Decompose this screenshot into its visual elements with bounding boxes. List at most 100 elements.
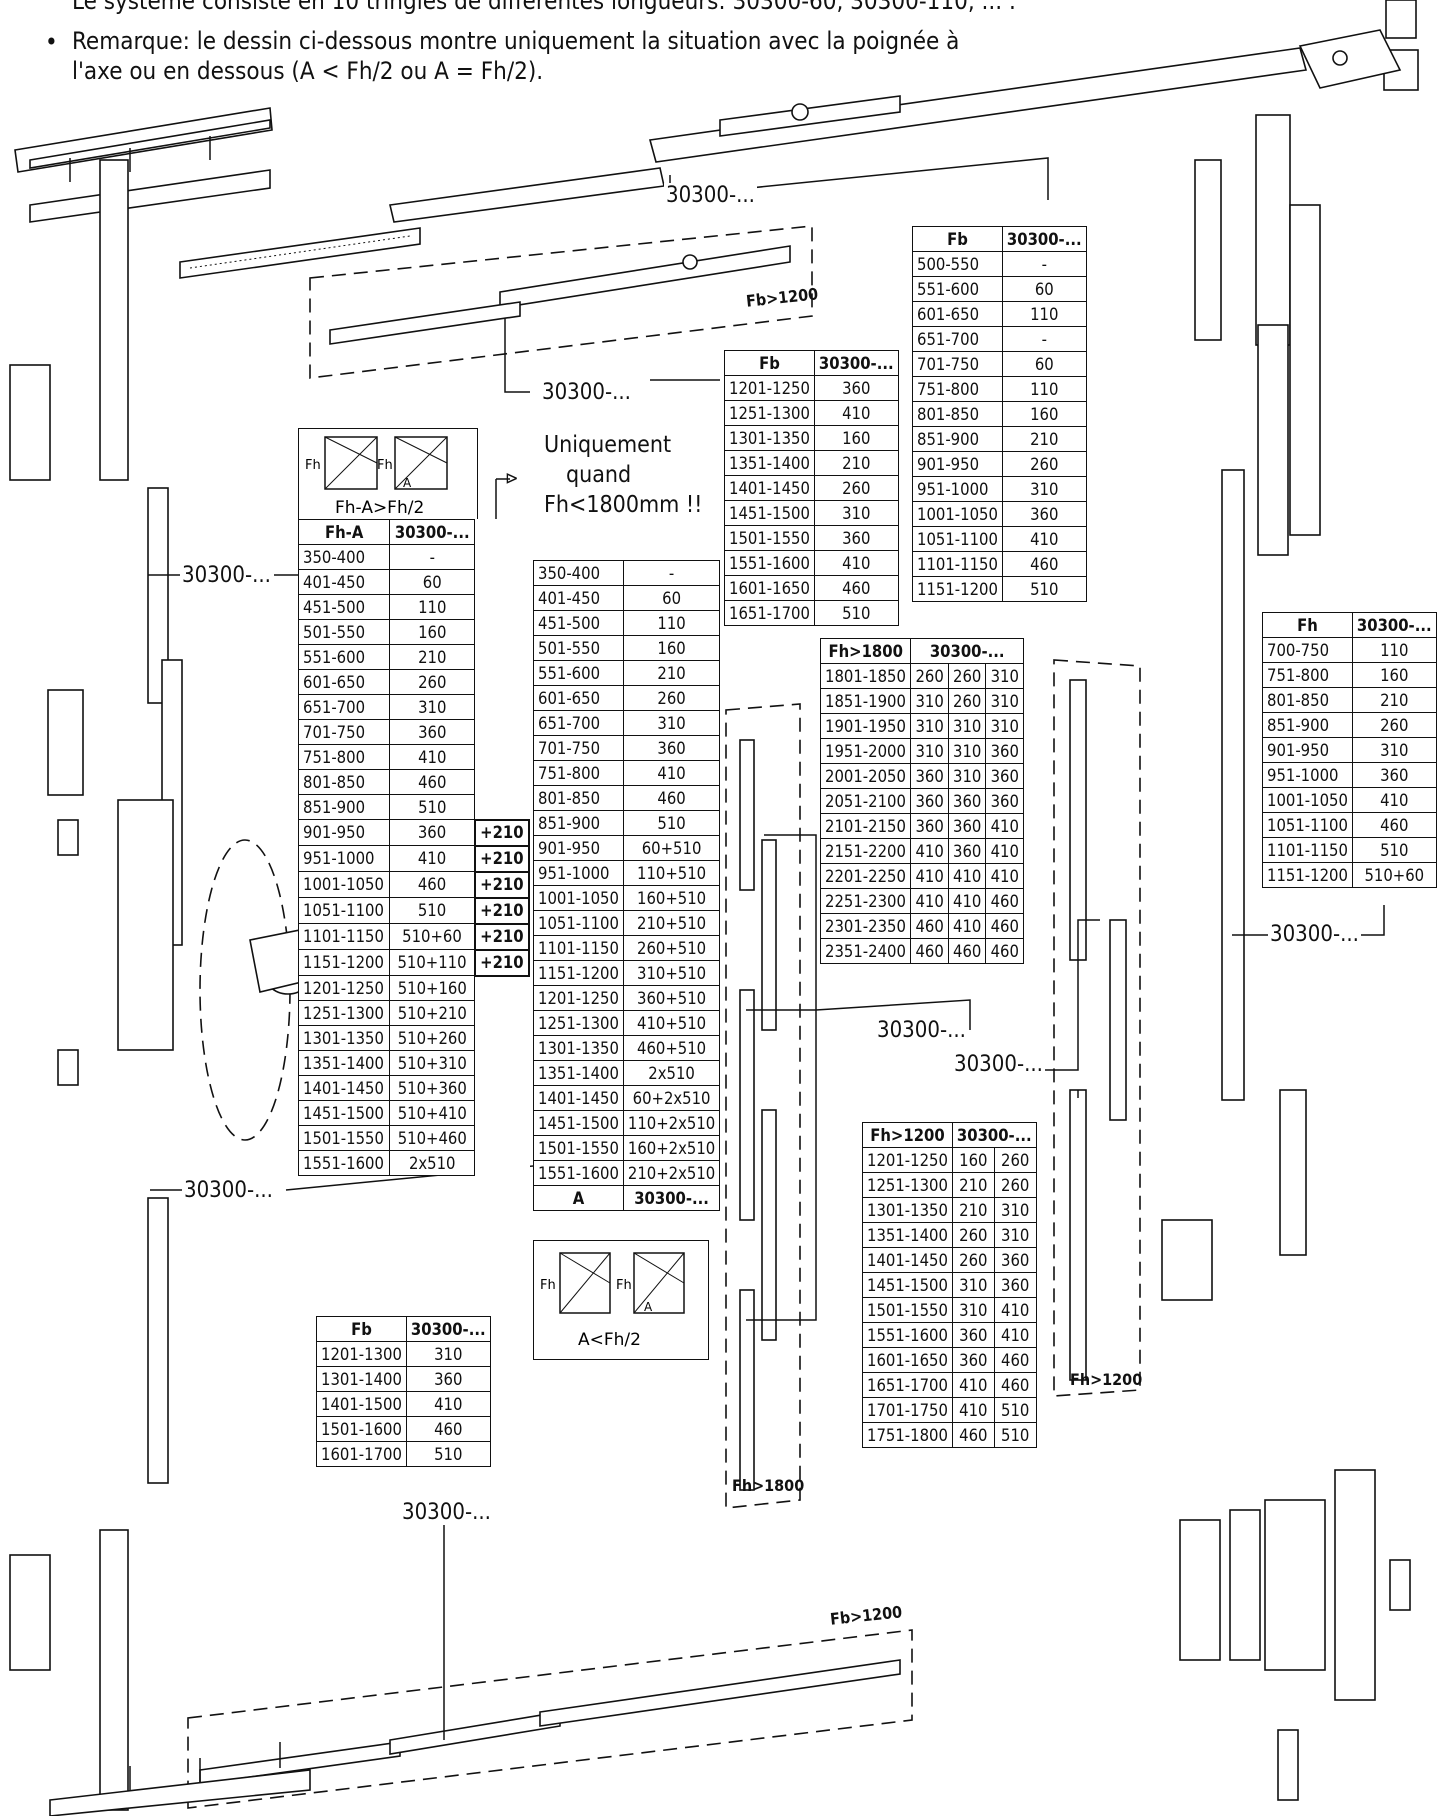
table-cell: [475, 1026, 529, 1051]
table-cell: [475, 620, 529, 645]
fh1200-dashed-box: [1053, 659, 1141, 1397]
table-cell: 1301-1400: [316, 1366, 407, 1392]
table-cell: 851-900: [533, 810, 624, 836]
table-cell: 1351-1400: [724, 450, 815, 476]
table-cell: 1551-1600: [724, 550, 815, 576]
table-cell: 350-400: [297, 544, 391, 570]
table-cell: 260: [389, 669, 476, 695]
table-cell: 651-700: [533, 710, 624, 736]
table-cell: 460: [910, 938, 949, 964]
table-cell: 801-850: [533, 785, 624, 811]
table-cell: 901-950: [1262, 737, 1353, 763]
table-cell: 410: [993, 1322, 1037, 1348]
table-header-cell: 30300-...: [813, 350, 899, 376]
table-cell: 1901-1950: [819, 713, 912, 739]
a-icon-label: A: [403, 476, 412, 490]
table-cell: 1401-1500: [316, 1391, 407, 1417]
table-header-cell: Fb: [724, 350, 815, 376]
table-cell: 460: [389, 871, 476, 898]
table-cell: 360: [405, 1366, 491, 1392]
table-header-cell: Fh>1800: [819, 638, 912, 664]
table-header-cell: Fb: [912, 226, 1003, 252]
window-schematic-icon: Fh Fh A Fh-A>Fh/2: [305, 436, 448, 518]
fh-icon-label: Fh: [540, 1278, 556, 1293]
table-cell: 360: [910, 788, 949, 814]
table-cell: 360: [947, 838, 987, 864]
table-cell: 210: [1001, 426, 1087, 452]
window-handle-part: [199, 839, 315, 1141]
table-cell: 310: [1001, 476, 1087, 502]
table-cell: 460: [947, 938, 987, 964]
callout-label: 30300-...: [182, 1178, 275, 1203]
table-cell: 460: [622, 785, 721, 811]
table-cell: 360: [813, 525, 899, 551]
table-cell: 1501-1550: [724, 525, 815, 551]
table-cell: 801-850: [297, 769, 391, 795]
table-cell: 1451-1500: [297, 1100, 391, 1126]
table-cell: 310: [951, 1272, 995, 1298]
table-cell: 2301-2350: [819, 913, 912, 939]
table-cell: 210: [389, 644, 476, 670]
table-cell: 460: [985, 938, 1024, 964]
table-cell: [475, 1001, 529, 1026]
table-cell: 360: [622, 735, 721, 761]
table-cell: 1801-1850: [819, 663, 912, 689]
table-cell: 451-500: [533, 610, 624, 636]
table-cell: 1201-1300: [316, 1341, 407, 1367]
fh-icon-label: Fh: [305, 458, 321, 473]
table-row: 651-700-: [912, 326, 1087, 352]
table-cell: -: [389, 544, 476, 570]
table-cell: 2201-2250: [819, 863, 912, 889]
table-cell: 310: [985, 713, 1024, 739]
note-line-2: quand: [566, 462, 632, 488]
table-cell: 551-600: [533, 660, 624, 686]
table-header-cell: Fb: [316, 1316, 407, 1342]
table-header-cell: 30300-...: [1001, 226, 1087, 252]
table-cell: 260: [947, 663, 987, 689]
table-cell: [475, 1151, 529, 1176]
table-cell: 901-950: [533, 835, 624, 861]
callout-label: 30300-...: [400, 1500, 493, 1525]
table-cell: 410: [389, 744, 476, 770]
table-cell: 160+2x510: [622, 1135, 721, 1161]
table-cell: [475, 1051, 529, 1076]
table-cell: 460: [985, 913, 1024, 939]
table-cell: 60: [622, 585, 721, 611]
table-cell: 410: [910, 838, 949, 864]
